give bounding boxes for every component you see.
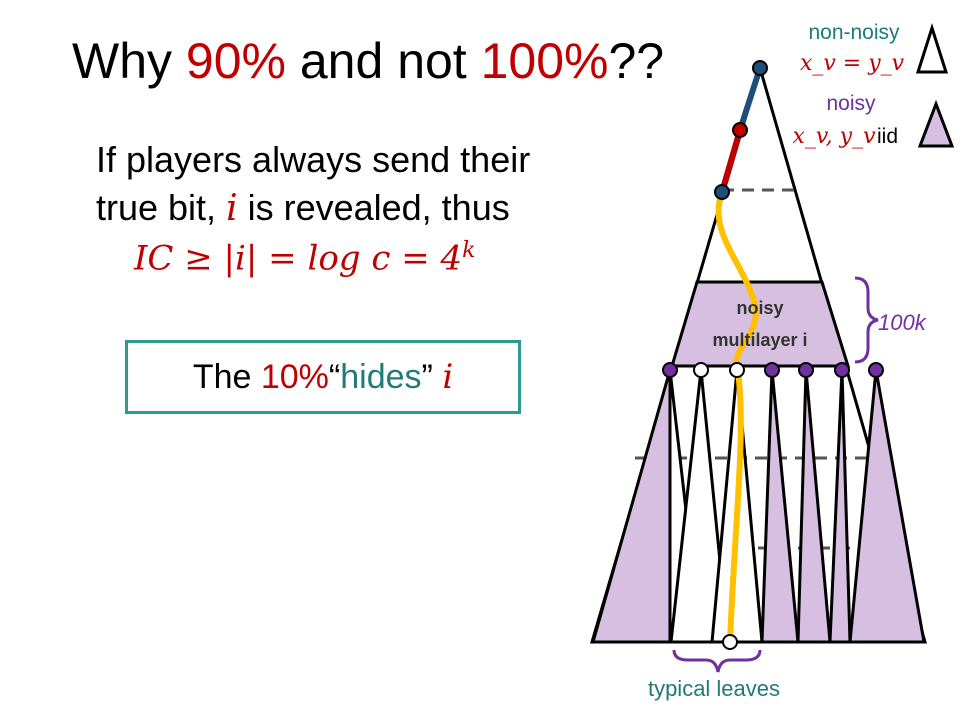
band-node-1 [662, 362, 678, 378]
title-prefix: Why [72, 33, 186, 89]
legend-noisy-iid: iid [877, 125, 898, 148]
title-suffix: ?? [608, 33, 665, 89]
subtree-5 [760, 369, 800, 644]
path-node-red [732, 122, 748, 138]
band-node-5 [798, 362, 814, 378]
legend-nonnoisy-label: non-noisy [808, 21, 900, 44]
subtree-right-noisy [848, 369, 926, 644]
formula-ic: IC [134, 238, 174, 279]
explanation-line-2: true bit, i is revealed, thus [96, 184, 616, 233]
band-label-multilayer: multilayer i [712, 330, 807, 350]
line2-suffix: is revealed, thus [237, 187, 510, 228]
slide-title: Why 90% and not 100%?? [72, 32, 664, 90]
band-height-brace [854, 276, 879, 364]
title-100-percent: 100% [480, 33, 609, 89]
noisy-multilayer-band [669, 280, 851, 368]
typical-leaves-brace [672, 649, 762, 673]
legend-nonnoisy-formula: x_v = y_v [800, 51, 905, 76]
title-90-percent: 90% [185, 33, 286, 89]
band-node-7 [868, 362, 884, 378]
formula-rest: ≥ |i| = log c = 4 [173, 238, 463, 279]
band-node-2 [693, 362, 709, 378]
band-node-3 [729, 362, 745, 378]
subtree-3 [669, 369, 730, 644]
band-node-6 [834, 362, 850, 378]
typical-leaves-label: typical leaves [648, 676, 780, 701]
legend-noisy-formula: x_v, y_v [792, 124, 876, 149]
legend-noisy-triangle [917, 99, 955, 148]
typical-leaf-node [722, 634, 738, 650]
ic-formula: IC ≥ |i| = log c = 4k [134, 238, 475, 278]
subtree-6 [796, 369, 832, 644]
legend-nonnoisy-triangle [915, 23, 949, 74]
callout-close-quote: ” [421, 357, 433, 396]
band-height-label: 100k [878, 310, 927, 335]
callout-prefix: The [192, 357, 252, 396]
callout-open-quote: “ [328, 357, 341, 396]
title-mid: and not [285, 33, 481, 89]
gold-path [715, 189, 759, 645]
root-node [752, 60, 768, 76]
callout-word: hides [340, 357, 422, 396]
explanation-text: If players always send their true bit, i… [96, 136, 616, 233]
subtree-left-noisy [591, 369, 672, 644]
callout-var: i [442, 357, 454, 397]
band-node-4 [764, 362, 780, 378]
path-node-blue [714, 184, 730, 200]
path-segment-blue [737, 67, 763, 131]
subtree-7 [828, 369, 852, 644]
band-label-noisy: noisy [736, 298, 783, 318]
line2-prefix: true bit, [96, 187, 227, 228]
legend-noisy-label: noisy [826, 92, 876, 115]
hides-callout-box: The 10% “hides” i [125, 340, 521, 414]
formula-exponent: k [462, 238, 476, 263]
line2-var: i [226, 188, 238, 229]
path-segment-red [719, 129, 743, 193]
explanation-line-1: If players always send their [96, 139, 531, 180]
callout-pct: 10% [260, 357, 329, 396]
